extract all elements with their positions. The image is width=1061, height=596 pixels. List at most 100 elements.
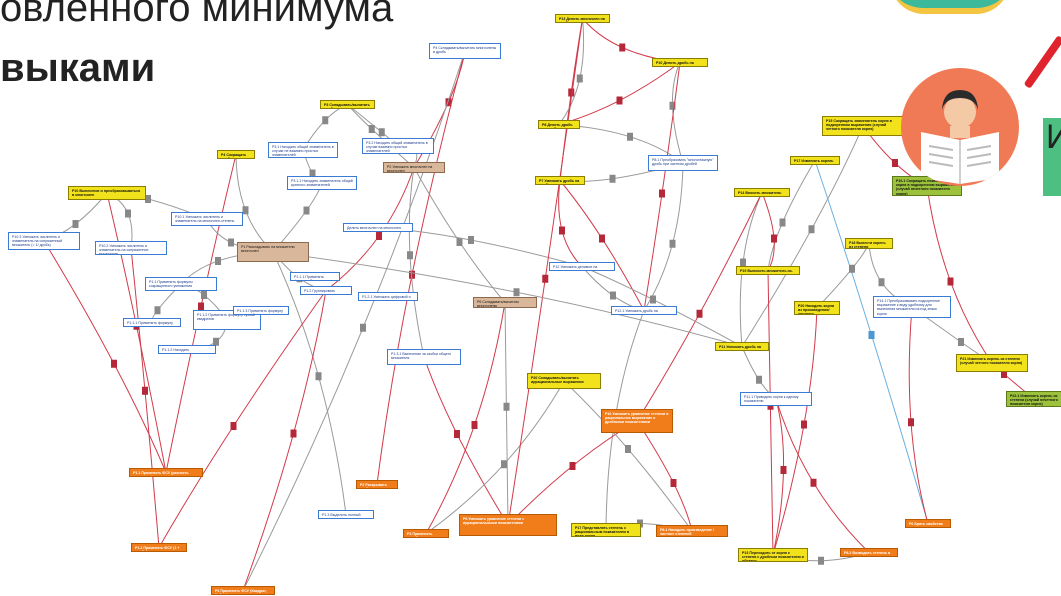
graph-edge-marker (576, 74, 583, 83)
graph-edge-marker (868, 331, 875, 339)
graph-edge-marker (454, 430, 460, 438)
graph-edge (636, 420, 693, 532)
graph-edge-marker (810, 478, 817, 487)
graph-node-n53: P3 Применять ФСУ (Квадрат, Куб +/-) (211, 586, 275, 595)
graph-node-n33: P20 Находить корни из произведения/частн… (794, 301, 840, 315)
graph-edge-marker (669, 239, 676, 248)
graph-edge (242, 290, 327, 591)
graph-edge-marker (213, 337, 219, 346)
graph-edge-marker (569, 462, 576, 470)
graph-node-n3: P10 Делить дробь на многочлен (652, 58, 708, 67)
graph-edge (767, 160, 816, 271)
graph-edge-marker (771, 234, 777, 243)
graph-edge (408, 167, 425, 358)
graph-edge (376, 50, 466, 485)
graph-edge (43, 240, 167, 473)
graph-edge-marker (599, 234, 605, 243)
graph-node-n26: P12 Умножать делимое на многочлен (549, 262, 615, 271)
graph-edge-marker (610, 291, 616, 300)
graph-node-n46: P8 Умножать уравнение степени с иррацион… (459, 514, 557, 536)
graph-node-n18: P10.3 Умножать числитель и знаменатель н… (8, 232, 80, 250)
graph-node-n1: P13 Делить многочлен на дробь (555, 14, 610, 23)
graph-edge-marker (378, 128, 385, 137)
graph-edge-marker (801, 420, 807, 429)
graph-edge-marker (198, 302, 204, 311)
graph-node-n23: P18 Вынести корень из степени (845, 238, 893, 249)
graph-edge-marker (290, 429, 297, 438)
graph-edge-marker (360, 323, 366, 332)
graph-edge-marker (559, 226, 565, 235)
graph-node-n10: P8.1 Преобразовать "многоэтажную" дробь … (648, 155, 718, 171)
graph-edge-marker (409, 270, 415, 279)
side-accent-box (1043, 118, 1061, 196)
graph-node-n31: P1.1.2 Находить дискриминант (158, 345, 216, 354)
graph-edge-marker (201, 291, 207, 299)
graph-node-n56: P1.2.1 Умножать цифровой и многочлен (358, 292, 418, 301)
graph-node-n25: P1.2 Группировать слагаемые (300, 286, 352, 295)
slide-title-line1: овленного минимума (0, 0, 394, 30)
graph-edge-marker (669, 101, 676, 110)
graph-edge-marker (111, 359, 117, 368)
graph-node-n36: P11 Умножать дробь на корни (715, 342, 769, 351)
graph-node-n12: P7 Умножать дробь на дробь (535, 176, 585, 185)
graph-edge-marker (627, 132, 633, 141)
graph-edge-marker (468, 236, 474, 244)
graph-node-n17: P10.1 Умножать числитель и знаменатель н… (171, 212, 243, 226)
slide-title-line2: выками (0, 46, 156, 90)
graph-edge-marker (878, 278, 885, 287)
graph-node-n13: P15 Сокращать знаменатель корня в подкор… (822, 116, 904, 136)
graph-edge (559, 180, 645, 311)
graph-node-n8: P2 Умножать многочлен на многочлен (383, 162, 445, 173)
graph-node-n9: P8 Делить дробь на дробь (538, 120, 580, 129)
graph-edge (558, 62, 681, 125)
graph-edge-marker (456, 238, 463, 246)
graph-node-n29: P1.1.2 Применять формулу суммы квадратов (193, 310, 261, 330)
graph-edge-marker (309, 169, 316, 178)
graph-node-n44: P2 Раскрывать скобки (356, 480, 398, 489)
graph-node-n38: P21 Извлекать корень из степени (случай … (956, 354, 1028, 372)
graph-edge (761, 192, 775, 271)
graph-edge-marker (542, 274, 549, 283)
graph-edge (926, 185, 993, 364)
graph-node-n32: P6 Складывать/вычитать многочлены (473, 297, 537, 308)
graph-node-n21: Делить многочлен на многочлен (343, 223, 413, 232)
graph-edge-marker (670, 479, 677, 487)
graph-node-n6: P3.2 Находить общий знаменатель в случае… (362, 138, 434, 154)
graph-edge (772, 398, 785, 556)
graph-edge-marker (322, 116, 329, 125)
graph-edge-marker (849, 264, 855, 273)
graph-node-n50: P13 Переходить от корня к степени с дроб… (738, 548, 808, 562)
graph-edge (106, 192, 167, 473)
graph-node-n37: P1.3.1 Вынесение за скобки общего множит… (387, 349, 461, 365)
graph-edge (816, 243, 870, 309)
graph-node-n49: P6 Брать свойства корня (905, 519, 951, 528)
graph-edge-marker (947, 277, 954, 286)
graph-node-n19: P10.2 Умножать числитель и знаменатель н… (95, 241, 167, 255)
graph-node-n24: P1.1 Применять формулы сокращенного умно… (145, 277, 217, 291)
graph-edge-marker (659, 189, 665, 198)
graph-edge-marker (958, 338, 964, 346)
graph-edge (814, 160, 929, 524)
graph-edge-marker (568, 88, 575, 97)
graph-edge (413, 167, 506, 303)
graph-edge (504, 302, 509, 526)
graph-edge (106, 192, 133, 249)
graph-edge-marker (72, 220, 79, 228)
graph-edge-marker (616, 96, 623, 105)
graph-edge (425, 302, 506, 534)
graph-edge-marker (808, 225, 815, 234)
graph-edge-marker (650, 295, 656, 304)
graph-edge-marker (376, 232, 382, 240)
graph-edge-marker (609, 174, 616, 183)
graph-edge (235, 154, 274, 253)
graph-edge-marker (215, 257, 221, 265)
graph-node-n45: P1.3 Выделить полный квадрат (318, 510, 374, 519)
graph-node-n30: P1.1.3 Применять формулу суммы кубов (233, 306, 289, 315)
graph-node-n54: P3 Применять подобные (403, 529, 449, 538)
graph-node-n39: P20 Складывать/вычитать иррациональные в… (527, 373, 601, 389)
graph-edge-marker (125, 209, 131, 218)
graph-edge (563, 380, 693, 532)
graph-edge-marker (154, 306, 161, 315)
graph-node-n51: P8.2 Возводить степень в степень (840, 548, 898, 557)
graph-edge-marker (228, 238, 234, 247)
